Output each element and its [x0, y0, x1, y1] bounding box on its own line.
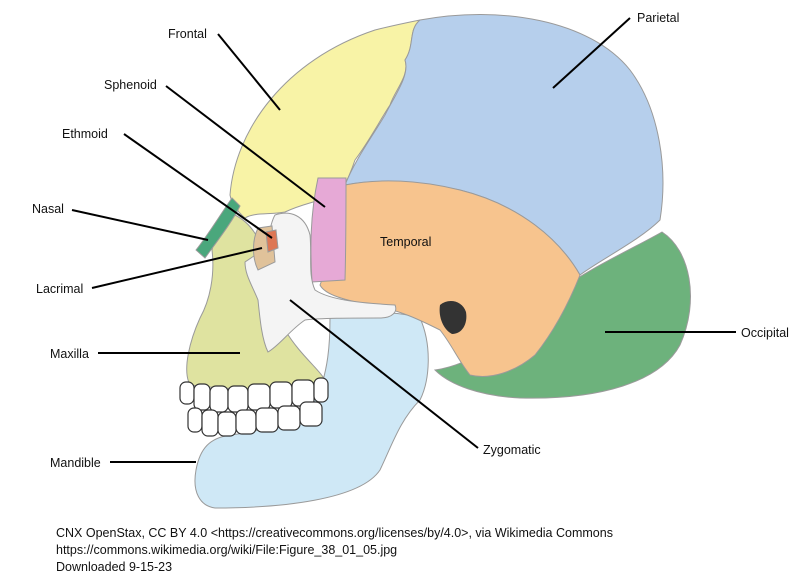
temporal-bone: [319, 180, 581, 377]
label-zygomatic: Zygomatic: [483, 443, 541, 457]
lower-teeth: [187, 401, 323, 437]
sphenoid-bone: [310, 177, 347, 283]
zygomatic-bone: [244, 212, 397, 353]
label-parietal: Parietal: [637, 11, 679, 25]
credit-line-url: https://commons.wikimedia.org/wiki/File:…: [56, 543, 398, 557]
label-nasal: Nasal: [32, 202, 64, 216]
label-maxilla: Maxilla: [50, 347, 89, 361]
credit-line-license: CNX OpenStax, CC BY 4.0 <https://creativ…: [56, 526, 613, 540]
label-occipital: Occipital: [741, 326, 789, 340]
parietal-leader: [552, 17, 631, 89]
label-frontal: Frontal: [168, 27, 207, 41]
zygomatic-leader: [289, 299, 479, 449]
label-temporal: Temporal: [380, 235, 431, 249]
credit-line-date: Downloaded 9-15-23: [56, 560, 173, 574]
label-lacrimal: Lacrimal: [36, 282, 83, 296]
label-ethmoid: Ethmoid: [62, 127, 108, 141]
external-auditory-meatus: [439, 300, 467, 334]
attribution-text: CNX OpenStax, CC BY 4.0 <https://creativ…: [56, 525, 613, 576]
label-mandible: Mandible: [50, 456, 101, 470]
nasal-bone: [195, 197, 241, 259]
lacrimal-leader: [91, 247, 263, 289]
frontal-leader: [217, 33, 281, 111]
sphenoid-leader: [165, 85, 326, 208]
frontal-bone: [229, 19, 421, 219]
ethmoid-bone: [265, 229, 279, 253]
ethmoid-leader: [123, 133, 273, 239]
upper-teeth: [179, 377, 329, 413]
label-sphenoid: Sphenoid: [104, 78, 157, 92]
nasal-leader: [71, 209, 209, 241]
